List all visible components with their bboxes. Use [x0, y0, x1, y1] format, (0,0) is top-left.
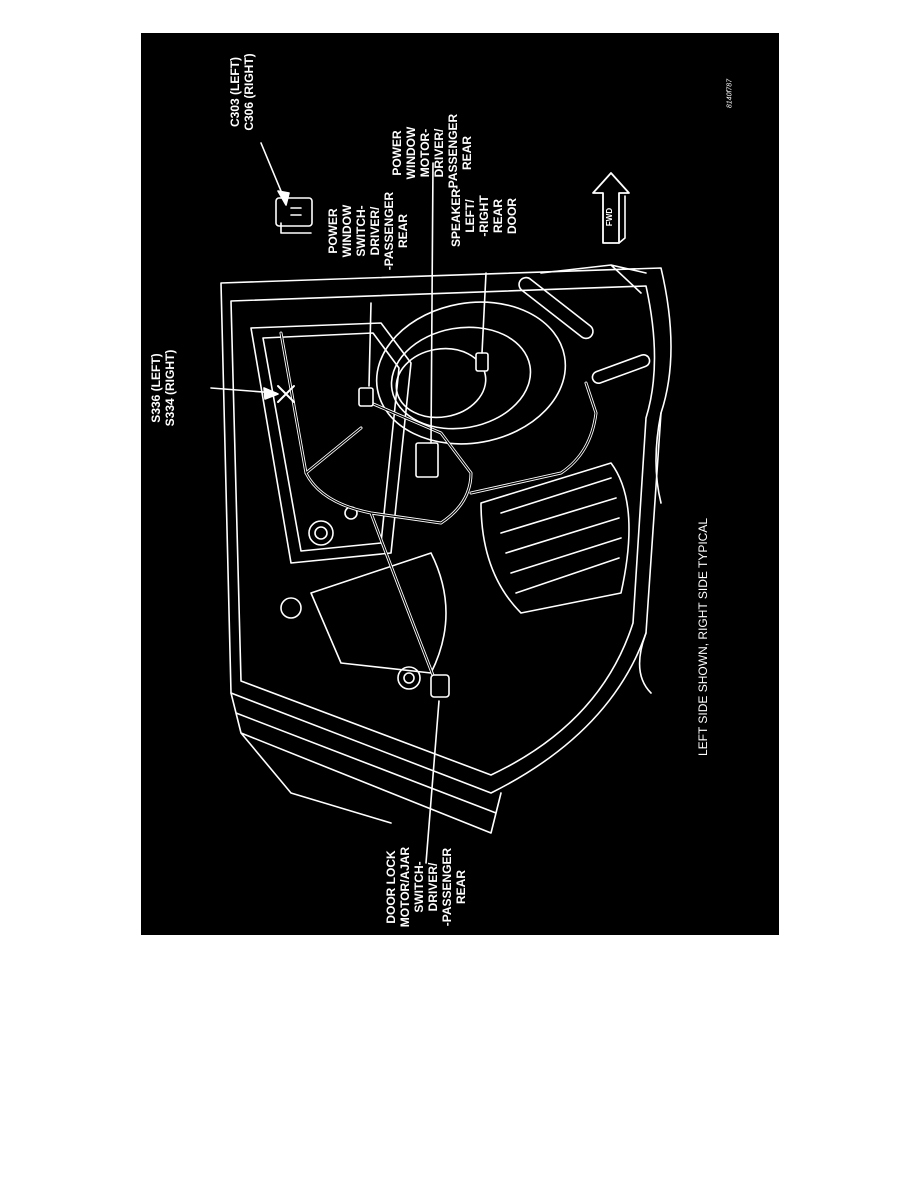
connector-switch — [358, 387, 374, 407]
leader-motor — [430, 162, 434, 444]
mount-hole — [403, 672, 415, 684]
connector-speaker — [475, 352, 489, 372]
mount-hole — [280, 597, 302, 619]
figure-title: DOOR - REAR — [750, 421, 765, 509]
leader-splice-arrow — [263, 387, 279, 400]
fwd-arrow-shadow — [618, 195, 626, 244]
figure-caption: LEFT SIDE SHOWN, RIGHT SIDE TYPICAL — [696, 517, 710, 757]
lower-pocket — [480, 462, 630, 614]
figure-id: 8140f787 — [726, 78, 734, 109]
lower-pocket-ribs — [500, 477, 622, 594]
door-illustration — [210, 142, 672, 864]
wiring-harness — [279, 331, 598, 685]
fwd-label: FWD — [605, 207, 614, 227]
splice-marker — [277, 385, 295, 403]
door-outer-panel — [220, 267, 672, 794]
glass-channel-inner — [262, 332, 400, 552]
wiring-harness-inner — [280, 332, 597, 684]
leader-doorlock — [425, 700, 440, 864]
label-power-window-switch: POWER WINDOW SWITCH- DRIVER/ -PASSENGER … — [326, 191, 410, 271]
oval-slot — [591, 353, 651, 385]
label-door-lock-motor: DOOR LOCK MOTOR/AJAR SWITCH- DRIVER/ -PA… — [384, 846, 468, 928]
fwd-arrow — [592, 172, 630, 244]
leader-speaker — [481, 272, 487, 354]
diagram-panel: C303 (LEFT) C306 (RIGHT) POWER WINDOW MO… — [141, 33, 779, 935]
glass-channel — [250, 322, 412, 564]
connector-motor — [415, 442, 439, 478]
speaker-opening — [375, 301, 567, 445]
label-speaker: SPEAKER- LEFT/ -RIGHT REAR DOOR — [449, 185, 519, 248]
trim-line — [638, 412, 662, 694]
leader-switch — [368, 302, 372, 387]
window-frame — [540, 264, 647, 294]
speaker-inner — [390, 326, 532, 430]
connector-c303 — [275, 197, 313, 227]
door-sill-lines — [230, 692, 502, 834]
mount-hole — [314, 526, 328, 540]
mount-hole — [397, 666, 421, 690]
door-inner-edge — [230, 285, 656, 776]
connector-doorlock — [430, 674, 450, 698]
connector-c303-detail — [280, 207, 312, 234]
leader-c303-arrow — [277, 190, 290, 206]
oval-slot — [518, 276, 594, 340]
mount-hole — [308, 520, 334, 546]
label-c303: C303 (LEFT) C306 (RIGHT) — [228, 53, 256, 131]
label-splice: S336 (LEFT) S334 (RIGHT) — [149, 349, 177, 427]
